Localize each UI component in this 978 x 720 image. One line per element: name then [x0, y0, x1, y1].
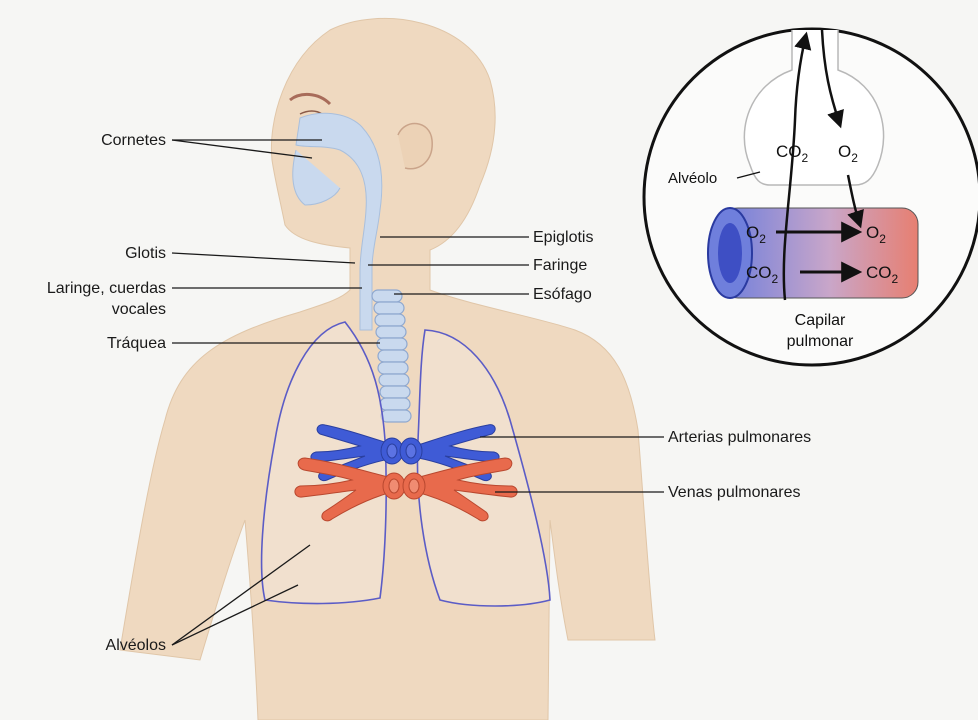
- alveolo-label: Alvéolo: [668, 170, 717, 187]
- capilar-label-line2: pulmonar: [787, 333, 854, 350]
- label-glotis: Glotis: [125, 244, 166, 263]
- gas-exchange-inset: CO2 O2 O2 O2 CO2 CO2 Alvéolo Capilar pul…: [644, 29, 978, 365]
- label-faringe: Faringe: [533, 256, 587, 275]
- label-arterias-pulmonares: Arterias pulmonares: [668, 428, 811, 447]
- label-venas-pulmonares: Venas pulmonares: [668, 483, 801, 502]
- label-laringe-line1: Laringe, cuerdas: [47, 279, 166, 298]
- label-laringe-line2: vocales: [112, 300, 166, 319]
- label-alveolos: Alvéolos: [106, 636, 166, 655]
- label-esofago: Esófago: [533, 285, 592, 304]
- label-cornetes: Cornetes: [101, 131, 166, 150]
- label-epiglotis: Epiglotis: [533, 228, 593, 247]
- capilar-label-line1: Capilar: [795, 312, 846, 329]
- label-traquea: Tráquea: [107, 334, 166, 353]
